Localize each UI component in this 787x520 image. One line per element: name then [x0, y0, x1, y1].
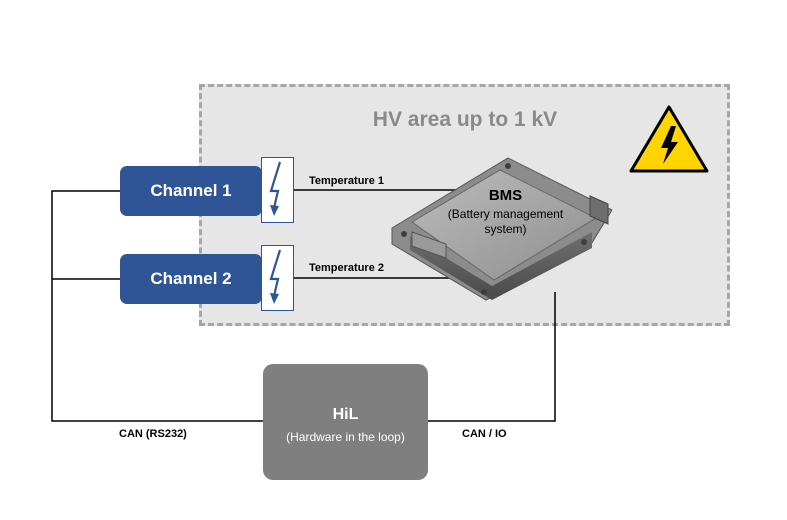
hil-title: HiL	[332, 406, 359, 423]
hil-box: HiL (Hardware in the loop)	[263, 364, 428, 480]
channel-1-box: Channel 1	[120, 166, 262, 216]
bms-subtitle-line-1: (Battery management	[447, 207, 564, 221]
fuse-lightning-icon-1	[261, 157, 294, 223]
fuse-lightning-icon-2	[261, 245, 294, 311]
temperature-2-label: Temperature 2	[309, 262, 384, 274]
wire-can-rs232	[51, 190, 263, 422]
channel-1-label: Channel 1	[150, 181, 232, 200]
hil-subtitle: (Hardware in the loop)	[286, 430, 405, 444]
temperature-1-label: Temperature 1	[309, 175, 384, 187]
high-voltage-warning-icon	[629, 105, 709, 173]
channel-2-box: Channel 2	[120, 254, 262, 304]
wire-can-io	[428, 292, 556, 422]
bms-subtitle: (Battery management system)	[418, 207, 593, 237]
can-io-label: CAN / IO	[462, 428, 507, 440]
channel-2-label: Channel 2	[150, 269, 232, 288]
bms-title: BMS	[488, 187, 523, 204]
can-rs232-label: CAN (RS232)	[119, 428, 187, 440]
bms-subtitle-line-2: system)	[484, 222, 527, 236]
hv-area-title: HV area up to 1 kV	[372, 108, 558, 131]
